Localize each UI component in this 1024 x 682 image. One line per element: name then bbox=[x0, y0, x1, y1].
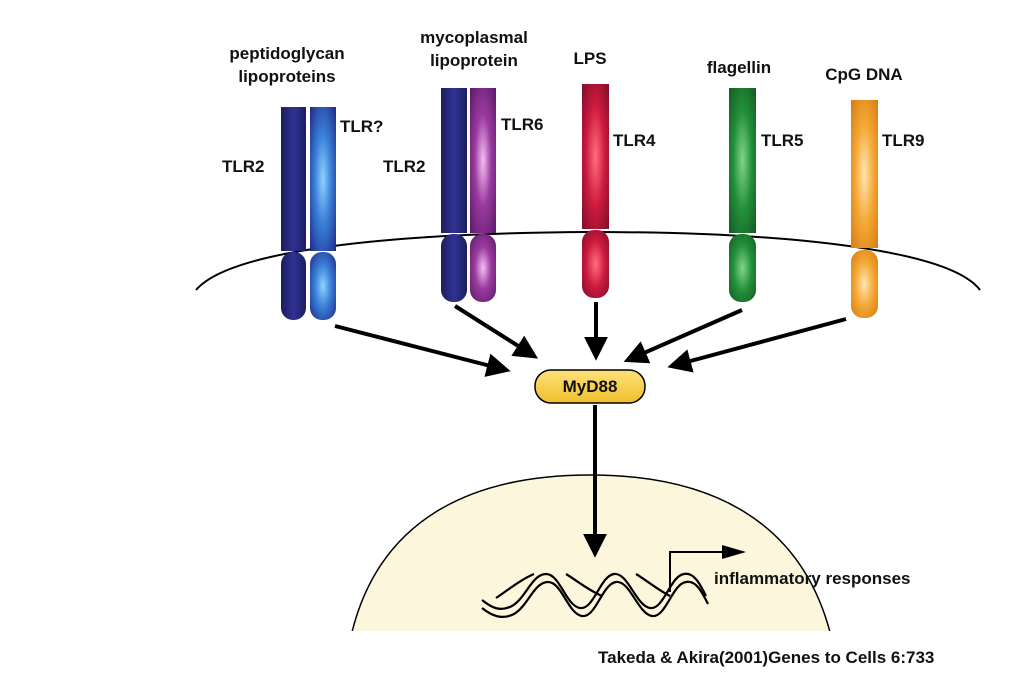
arrow-tlr9-to-myd88 bbox=[667, 317, 847, 373]
arrow-tlr2-tlr6-to-myd88 bbox=[453, 304, 539, 359]
signaling-arrows bbox=[334, 302, 847, 558]
tlr2-a-extracellular bbox=[281, 107, 306, 251]
tlr2-b-cytoplasmic bbox=[441, 234, 467, 302]
ligand-peptidoglycan-line2: lipoproteins bbox=[238, 67, 335, 86]
transcription-start-line bbox=[669, 551, 724, 592]
ligand-flagellin: flagellin bbox=[707, 58, 771, 77]
receptor-tlr2-mycoplasmal bbox=[441, 88, 467, 302]
tlr4-cytoplasmic bbox=[582, 230, 609, 298]
nucleus bbox=[351, 474, 831, 633]
ligand-mycoplasmal-line1: mycoplasmal bbox=[420, 28, 528, 47]
label-tlr-unknown: TLR? bbox=[340, 117, 383, 136]
receptor-tlr-unknown bbox=[310, 107, 336, 320]
citation: Takeda & Akira(2001)Genes to Cells 6:733 bbox=[598, 648, 935, 667]
receptor-tlr9 bbox=[851, 100, 878, 318]
arrow-tlr2-to-myd88 bbox=[334, 324, 511, 377]
myd88-adaptor bbox=[534, 369, 646, 404]
tlr5-cytoplasmic bbox=[729, 234, 756, 302]
ligand-cpg-dna: CpG DNA bbox=[825, 65, 902, 84]
receptor-tlr2-peptidoglycan bbox=[281, 107, 306, 320]
myd88-label: MyD88 bbox=[563, 377, 618, 396]
transcription-arrow-icon bbox=[722, 545, 746, 559]
label-tlr6: TLR6 bbox=[501, 115, 544, 134]
receptor-tlr6 bbox=[470, 88, 496, 302]
label-tlr5: TLR5 bbox=[761, 131, 804, 150]
tlr5-extracellular bbox=[729, 88, 756, 233]
dna-helix bbox=[481, 572, 709, 618]
ligand-mycoplasmal-line2: lipoprotein bbox=[430, 51, 518, 70]
tlr2-b-extracellular bbox=[441, 88, 467, 233]
tlr6-extracellular bbox=[470, 88, 496, 233]
tlr6-cytoplasmic bbox=[470, 234, 496, 302]
tlr9-extracellular bbox=[851, 100, 878, 248]
tlr2-a-cytoplasmic bbox=[281, 252, 306, 320]
ligand-peptidoglycan-line1: peptidoglycan bbox=[229, 44, 344, 63]
tlr-unknown-extracellular bbox=[310, 107, 336, 251]
tlr-unknown-cytoplasmic bbox=[310, 252, 336, 320]
arrow-tlr5-to-myd88 bbox=[623, 308, 743, 364]
tlr9-cytoplasmic bbox=[851, 250, 878, 318]
receptor-tlr4 bbox=[582, 84, 609, 298]
label-tlr9: TLR9 bbox=[882, 131, 925, 150]
label-inflammatory-responses: inflammatory responses bbox=[714, 569, 911, 588]
tlr4-extracellular bbox=[582, 84, 609, 229]
label-tlr4: TLR4 bbox=[613, 131, 656, 150]
label-tlr2-b: TLR2 bbox=[383, 157, 426, 176]
receptor-tlr5 bbox=[729, 88, 756, 302]
ligand-lps: LPS bbox=[573, 49, 606, 68]
nucleus-bottom-mask bbox=[340, 631, 840, 637]
label-tlr2-a: TLR2 bbox=[222, 157, 265, 176]
